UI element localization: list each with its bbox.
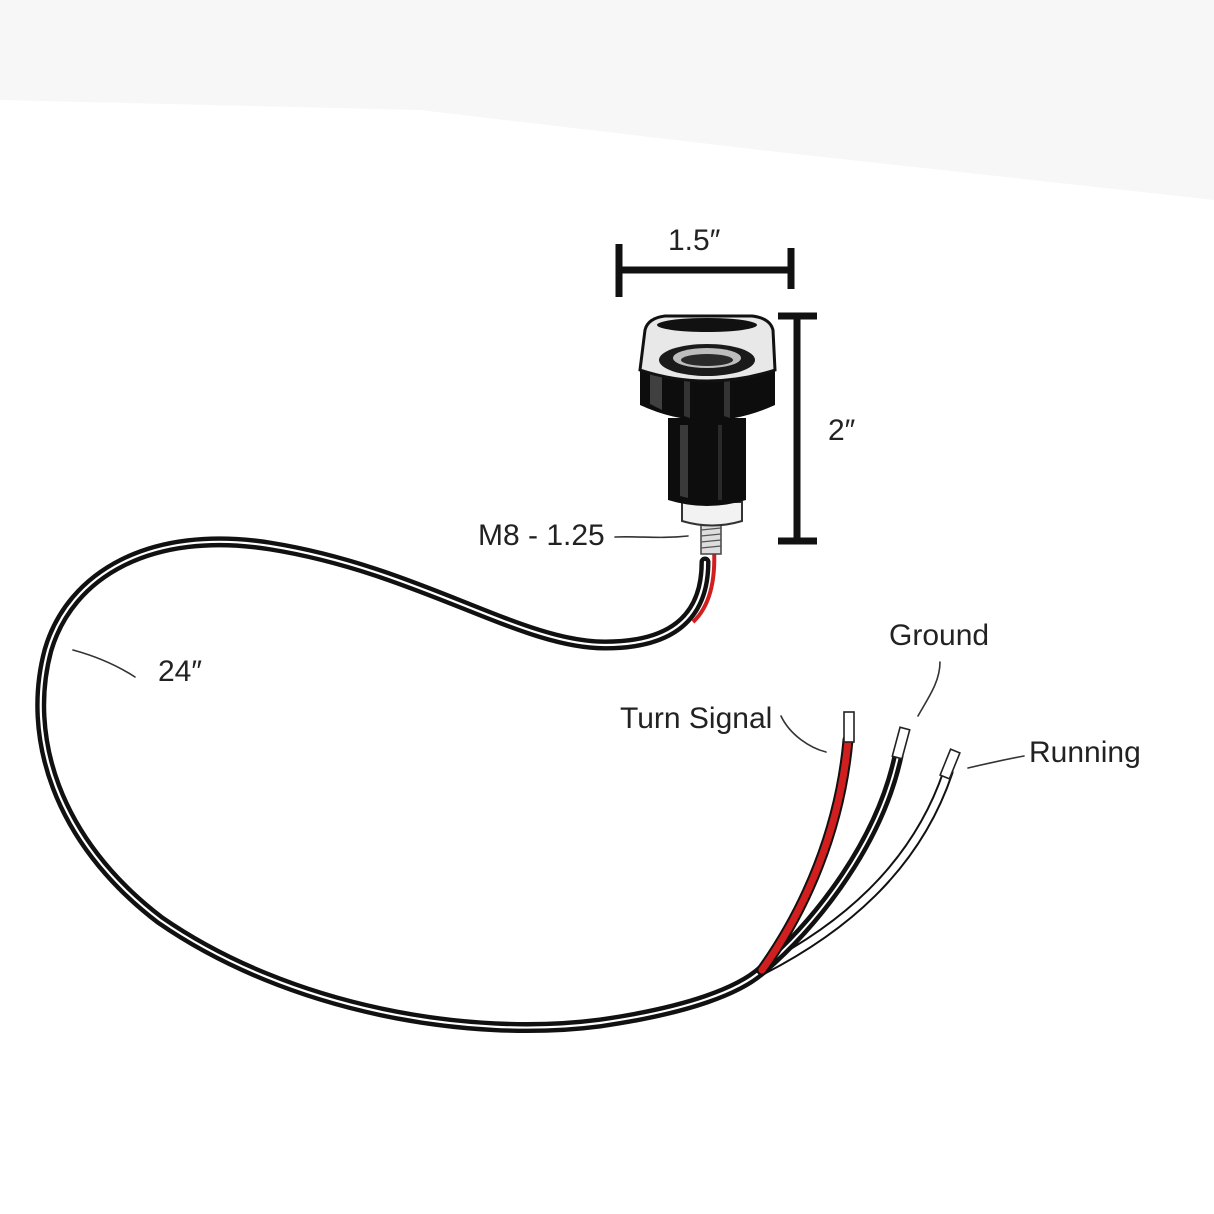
- width-dimension: [615, 244, 795, 297]
- red-wire: [756, 734, 854, 976]
- turn-signal-leader: [780, 715, 827, 753]
- length-label: 24″: [158, 655, 202, 688]
- length-leader: [72, 649, 136, 678]
- width-label: 1.5″: [668, 224, 721, 257]
- black-wire: [756, 750, 904, 976]
- ground-label: Ground: [889, 619, 989, 652]
- turn-signal-label: Turn Signal: [620, 702, 772, 735]
- running-leader: [967, 755, 1025, 769]
- nut: [681, 501, 743, 527]
- height-label: 2″: [828, 414, 856, 447]
- running-label: Running: [1029, 736, 1141, 769]
- height-dimension: [778, 312, 817, 545]
- thread-label: M8 - 1.25: [478, 519, 605, 552]
- wire-tips: [843, 711, 961, 780]
- led-body: [668, 418, 746, 506]
- ground-leader: [917, 661, 941, 717]
- main-cable: [35, 536, 768, 1034]
- background-shading: [0, 0, 1214, 200]
- thread-leader: [614, 535, 689, 539]
- white-wire: [756, 766, 954, 976]
- red-wire-inner: [691, 547, 717, 624]
- led-light: [638, 314, 777, 555]
